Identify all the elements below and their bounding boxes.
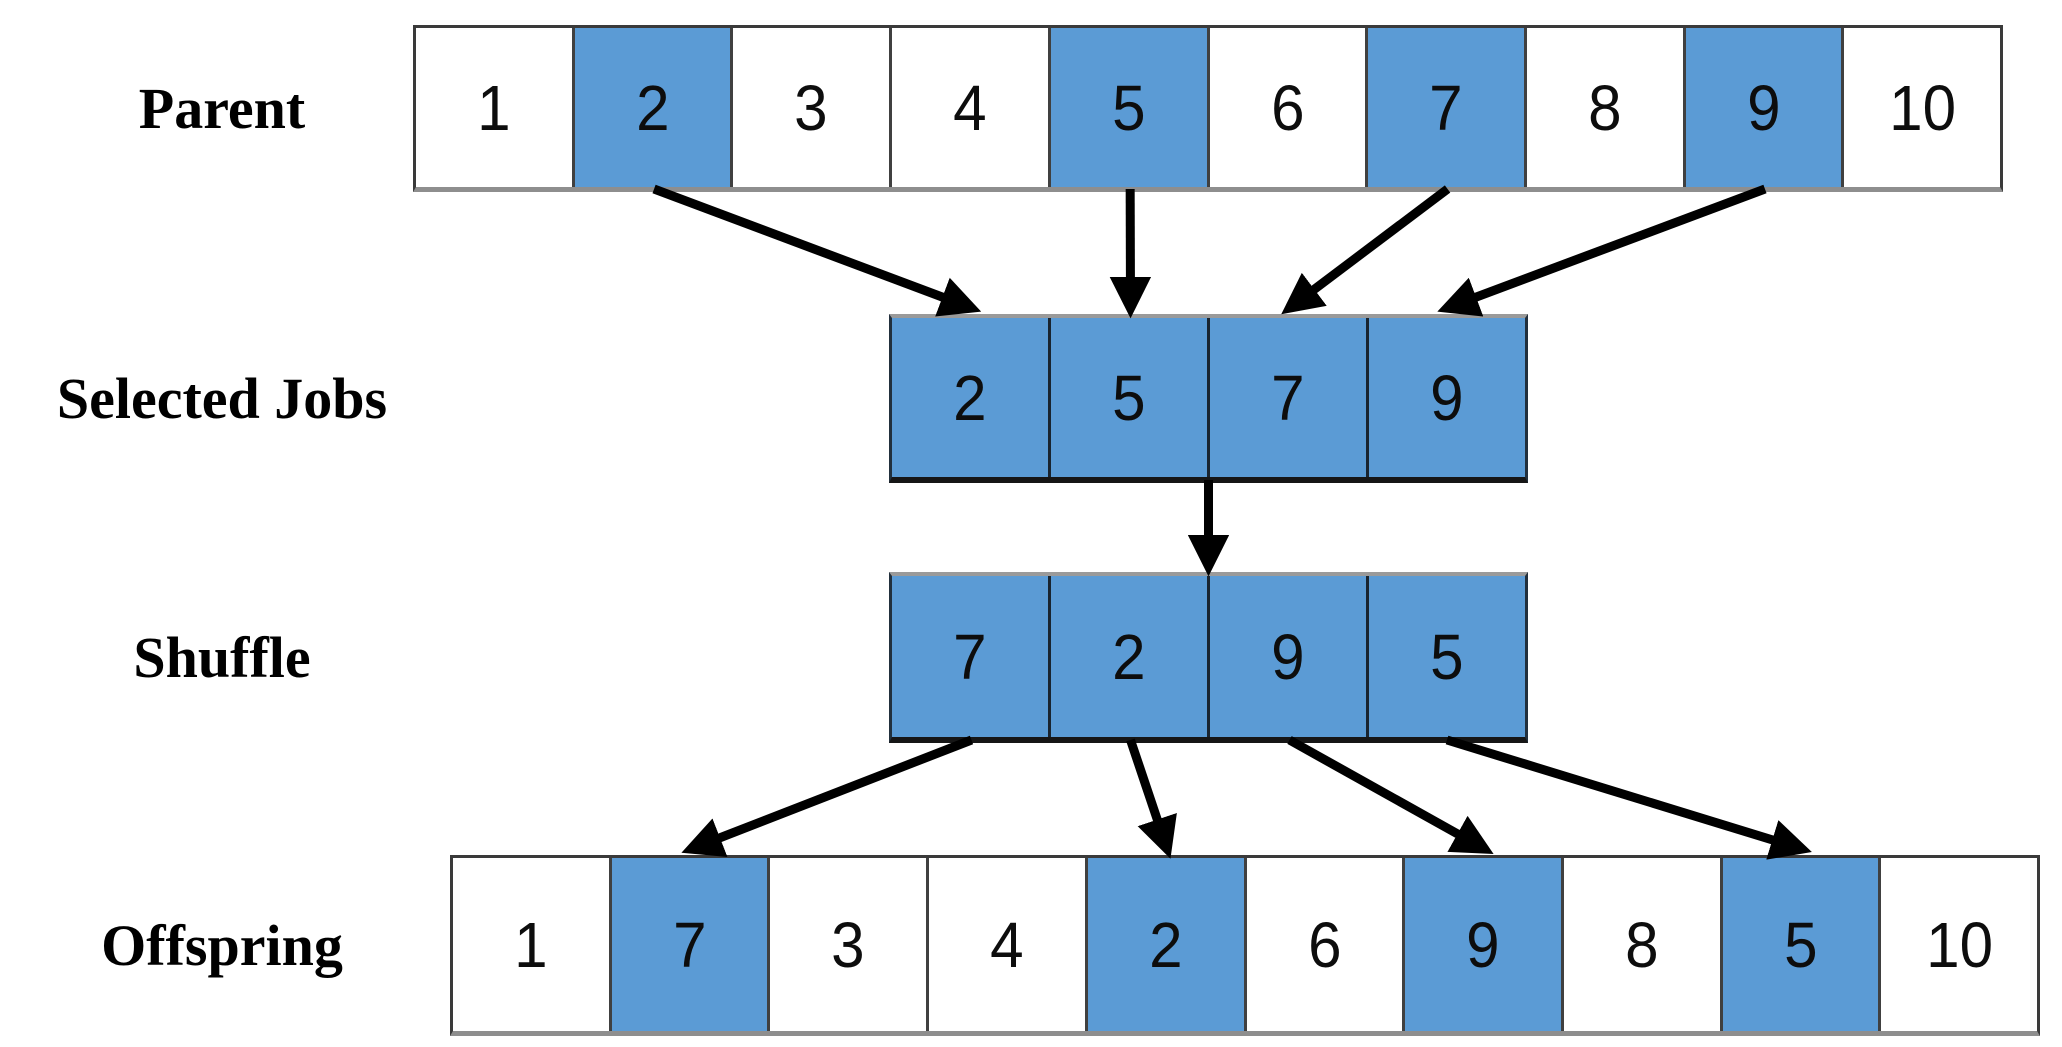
- cell-value: 9: [1466, 908, 1500, 981]
- cell-value: 6: [1270, 71, 1305, 144]
- shuffle-cell-5: 5: [1369, 576, 1525, 737]
- arrow-parent-to-selected: [1437, 184, 1767, 317]
- cell-value: 7: [953, 620, 987, 693]
- cell-value: 3: [794, 71, 828, 144]
- parent-cell-8: 8: [1526, 28, 1686, 187]
- cell-value: 5: [1112, 361, 1146, 434]
- cell-value: 4: [990, 908, 1024, 981]
- shuffle-cell-2: 2: [1051, 576, 1210, 737]
- parent-cell-9: 9: [1685, 28, 1845, 187]
- cell-value: 9: [1746, 71, 1781, 144]
- cell-value: 3: [831, 908, 865, 981]
- offspring-label: Offspring: [101, 913, 343, 978]
- cell-value: 5: [1430, 620, 1464, 693]
- cell-value: 9: [1271, 620, 1305, 693]
- cell-value: 10: [1925, 908, 1993, 981]
- parent-cell-5: 5: [1050, 28, 1210, 187]
- shuffle-cell-7: 7: [892, 576, 1051, 737]
- arrow-shuffle-to-offspring: [1287, 736, 1494, 855]
- parent-label: Parent: [138, 76, 306, 141]
- parent-cell-2: 2: [574, 28, 734, 187]
- selected-jobs-label: Selected Jobs: [56, 366, 388, 431]
- arrow-parent-to-selected: [1281, 185, 1451, 315]
- selected-cell-2: 2: [892, 318, 1051, 477]
- cell-value: 7: [1429, 71, 1463, 144]
- cell-value: 7: [672, 908, 707, 981]
- parent-cell-7: 7: [1368, 28, 1527, 187]
- offspring-cell-7: 7: [611, 858, 771, 1031]
- parent-cell-6: 6: [1209, 28, 1369, 187]
- cell-value: 1: [514, 908, 548, 981]
- offspring-cell-6: 6: [1246, 858, 1406, 1031]
- cell-value: 5: [1783, 908, 1818, 981]
- parent-row: 1 2 3 4 5 6 7 8 9 10: [413, 25, 2003, 192]
- cell-value: 8: [1625, 908, 1659, 981]
- selected-jobs-row: 2 5 7 9: [889, 314, 1528, 483]
- parent-cell-10: 10: [1844, 28, 2001, 187]
- cell-value: 10: [1888, 71, 1956, 144]
- cell-value: 5: [1111, 71, 1146, 144]
- parent-cell-1: 1: [416, 28, 575, 187]
- cell-value: 1: [477, 71, 511, 144]
- cell-value: 9: [1430, 361, 1464, 434]
- cell-value: 2: [635, 71, 670, 144]
- offspring-cell-10: 10: [1881, 858, 2038, 1031]
- offspring-cell-2: 2: [1087, 858, 1247, 1031]
- shuffle-cell-9: 9: [1210, 576, 1369, 737]
- shuffle-label: Shuffle: [133, 625, 311, 690]
- selected-cell-9: 9: [1369, 318, 1525, 477]
- offspring-cell-5: 5: [1722, 858, 1882, 1031]
- offspring-cell-3: 3: [770, 858, 930, 1031]
- parent-cell-3: 3: [733, 28, 893, 187]
- arrow-shuffle-to-offspring: [681, 735, 974, 858]
- cell-value: 2: [1112, 620, 1146, 693]
- arrow-shuffle-to-offspring: [1445, 735, 1812, 860]
- parent-cell-4: 4: [892, 28, 1051, 187]
- cell-value: 7: [1271, 361, 1305, 434]
- offspring-cell-9: 9: [1405, 858, 1564, 1031]
- cell-value: 2: [1148, 908, 1183, 981]
- selected-cell-5: 5: [1051, 318, 1210, 477]
- shuffle-row: 7 2 9 5: [889, 572, 1528, 743]
- arrow-parent-to-selected: [652, 184, 982, 317]
- cell-value: 8: [1588, 71, 1622, 144]
- cell-value: 4: [953, 71, 987, 144]
- cell-value: 2: [953, 361, 987, 434]
- selected-cell-7: 7: [1210, 318, 1369, 477]
- arrow-shuffle-to-offspring: [1126, 738, 1177, 859]
- offspring-cell-1: 1: [453, 858, 612, 1031]
- offspring-cell-4: 4: [929, 858, 1088, 1031]
- cell-value: 6: [1307, 908, 1342, 981]
- offspring-cell-8: 8: [1563, 858, 1723, 1031]
- offspring-row: 1 7 3 4 2 6 9 8 5 10: [450, 855, 2040, 1036]
